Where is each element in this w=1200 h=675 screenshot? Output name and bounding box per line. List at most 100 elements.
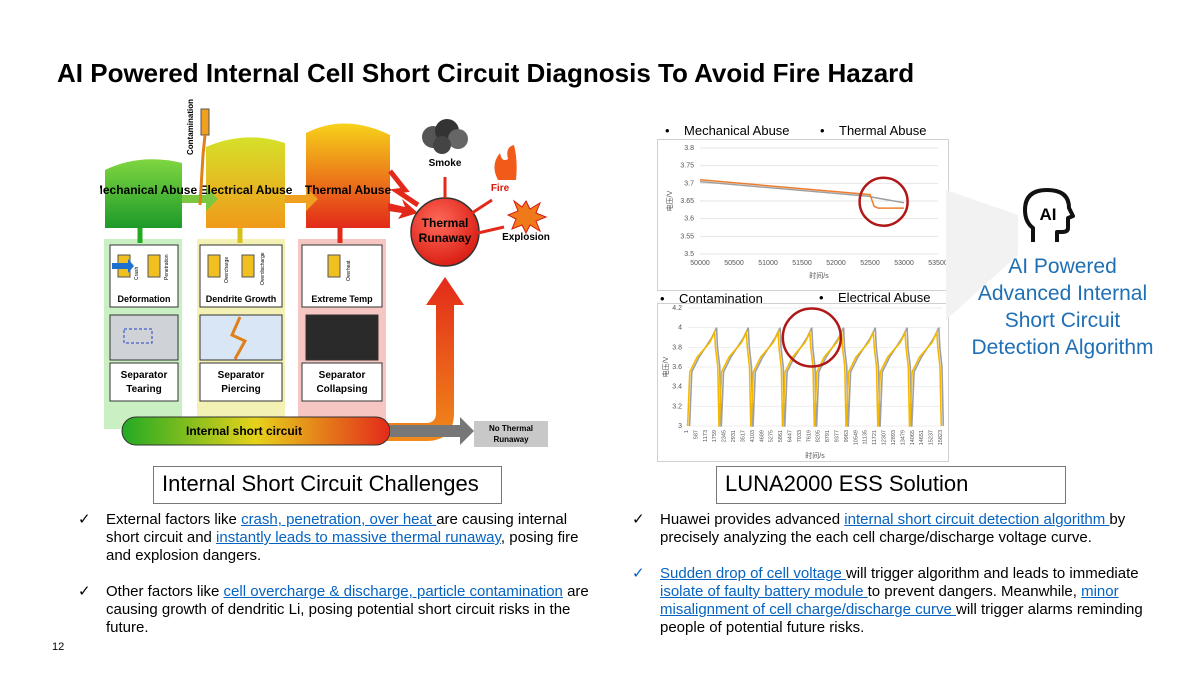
arrow-right-icon <box>471 198 493 215</box>
separator-piercing-word1: Separator <box>218 370 265 381</box>
thermal-runaway-word1: Thermal <box>422 216 469 230</box>
separator-collapsing-word2: Collapsing <box>316 384 367 395</box>
x-tick-label: 7619 <box>806 430 812 442</box>
ai-head-icon: AI <box>1023 188 1075 242</box>
challenge-bullet: ✓ External factors like crash, penetrati… <box>78 511 603 565</box>
challenges-bullets: ✓ External factors like crash, penetrati… <box>78 511 603 655</box>
isc-diagram: Mechanical Abuse Electrical Abuse Therma… <box>100 99 550 447</box>
thermal-abuse-header: • Thermal Abuse <box>820 123 926 138</box>
header-text: Contamination <box>679 291 763 306</box>
penetration-label: Penetration <box>164 254 170 280</box>
separator-tearing-word1: Separator <box>121 370 168 381</box>
ai-algorithm-text: AI Powered Advanced Internal Short Circu… <box>971 255 1154 359</box>
separator-collapsing-image <box>305 314 379 361</box>
overdischarge-label: Overdischarge <box>260 252 266 285</box>
x-tick-label: 7033 <box>797 430 803 442</box>
x-tick-label: 8791 <box>825 430 831 442</box>
x-tick-label: 11135 <box>863 430 869 444</box>
x-tick-label: 51500 <box>792 260 812 267</box>
bullet-text: External factors like <box>106 511 242 528</box>
separator-collapsing-box <box>301 362 383 402</box>
x-tick-label: 50500 <box>724 260 744 267</box>
x-tick-label: 3517 <box>740 430 746 442</box>
battery-icon <box>207 254 221 278</box>
x-tick-label: 13479 <box>900 430 906 445</box>
series-line <box>686 329 943 427</box>
arrow-right-icon <box>388 169 420 208</box>
detection-algorithm-link[interactable]: internal short circuit detection algorit… <box>844 511 1110 528</box>
x-tick-label: 8205 <box>816 430 822 442</box>
overcharge-link[interactable]: cell overcharge & discharge, particle co… <box>223 583 563 600</box>
series-line <box>699 179 904 209</box>
page-title: AI Powered Internal Cell Short Circuit D… <box>57 58 915 88</box>
check-icon: ✓ <box>78 511 91 528</box>
x-tick-label: 10549 <box>853 430 859 445</box>
contamination-label: Contamination <box>186 99 195 155</box>
electrical-abuse-block <box>206 137 285 228</box>
check-icon: ✓ <box>632 511 645 528</box>
x-tick-label: 50000 <box>690 260 710 267</box>
y-tick-label: 3.8 <box>672 344 682 351</box>
challenges-label: Internal Short Circuit Challenges <box>153 466 502 504</box>
internal-short-circuit-label: Internal short circuit <box>186 424 302 438</box>
fire-icon <box>494 145 517 180</box>
x-tick-label: 51000 <box>758 260 778 267</box>
challenge-bullet: ✓ Other factors like cell overcharge & d… <box>78 583 603 637</box>
x-tick-label: 1 <box>684 430 690 433</box>
header-text: Thermal Abuse <box>839 123 927 138</box>
extreme-temp-label: Extreme Temp <box>311 294 373 304</box>
x-tick-label: 6447 <box>787 430 793 442</box>
dendrite-path <box>230 316 248 360</box>
ai-beam <box>946 190 1018 320</box>
ai-icon-text: AI <box>1040 205 1057 224</box>
y-tick-label: 3.5 <box>684 251 694 258</box>
solution-bullet: ✓ Huawei provides advanced internal shor… <box>632 511 1177 547</box>
no-thermal-runaway-box <box>474 421 548 447</box>
x-tick-label: 587 <box>693 430 699 439</box>
x-tick-label: 15237 <box>929 430 935 445</box>
anomaly-highlight-circle <box>858 176 909 227</box>
arrow-right-icon <box>388 199 418 219</box>
crash-link[interactable]: crash, penetration, over heat <box>241 511 437 528</box>
y-tick-label: 3.6 <box>684 216 694 223</box>
dendrite-growth-label: Dendrite Growth <box>206 294 277 304</box>
y-tick-label: 3 <box>678 423 682 430</box>
x-tick-label: 52000 <box>826 260 846 267</box>
solution-label: LUNA2000 ESS Solution <box>716 466 1066 504</box>
x-tick-label: 14065 <box>910 430 916 445</box>
misalignment-link[interactable]: minor misalignment of cell charge/discha… <box>660 583 1119 618</box>
solution-bullet: ✓ Sudden drop of cell voltage will trigg… <box>632 565 1177 637</box>
y-tick-label: 4 <box>678 325 682 332</box>
fire-label: Fire <box>491 183 510 194</box>
overcharge-label: Overcharge <box>224 257 230 283</box>
smoke-icon <box>422 119 468 154</box>
y-tick-label: 3.75 <box>680 163 694 170</box>
arrow-right-icon <box>285 187 318 211</box>
separator-piercing-box <box>199 362 283 402</box>
bullet-text: are causing growth of dendritic Li, posi… <box>106 583 589 636</box>
bullet-text: , posing fire and explosion dangers. <box>106 529 579 564</box>
bullet-text: are causing internal short circuit and <box>106 511 568 546</box>
series-line <box>699 180 905 204</box>
mechanical-abuse-label: Mechanical Abuse <box>100 183 197 197</box>
x-tick-label: 1759 <box>712 430 718 442</box>
bullet-text: by precisely analyzing the each cell cha… <box>660 511 1126 546</box>
bullet-dot: • <box>665 123 670 138</box>
battery-icon <box>147 254 161 278</box>
voltage-drop-link[interactable]: Sudden drop of cell voltage <box>660 565 846 582</box>
arrow-right-icon <box>477 225 505 235</box>
x-tick-label: 2931 <box>731 430 737 442</box>
thermal-runaway-link[interactable]: instantly leads to massive thermal runaw… <box>216 529 501 546</box>
x-tick-label: 11721 <box>872 430 878 445</box>
separator-tearing-word2: Tearing <box>126 384 161 395</box>
x-tick-label: 4689 <box>759 430 765 442</box>
isolate-module-link[interactable]: isolate of faulty battery module <box>660 583 868 600</box>
bullet-text: Other factors like <box>106 583 224 600</box>
battery-icon <box>327 254 341 278</box>
mechanical-abuse-block <box>105 159 182 228</box>
thermal-abuse-block <box>306 123 390 228</box>
arrow-right-icon <box>390 417 474 445</box>
check-icon: ✓ <box>78 583 91 600</box>
x-tick-label: 15823 <box>938 430 944 445</box>
